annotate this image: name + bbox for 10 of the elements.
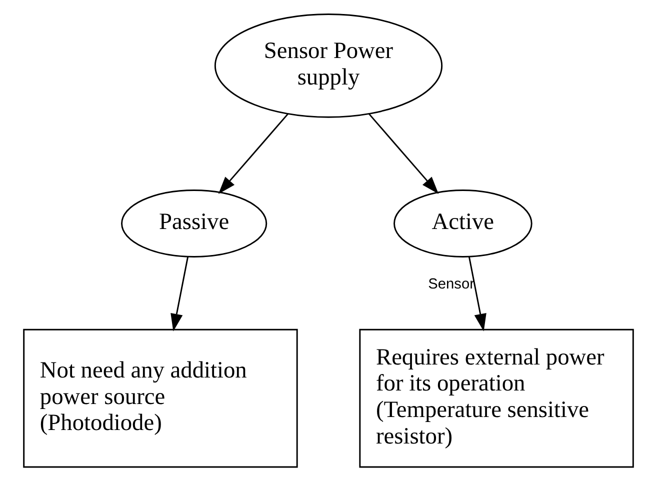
node-box: Requires external power for its operation (Temperature sensitive resistor) <box>358 328 634 468</box>
arrow <box>468 256 486 332</box>
edge-label: Sensor <box>428 276 474 292</box>
arrow <box>368 114 438 194</box>
node-ellipse: Active <box>393 190 532 258</box>
node-box: Not need any addition power source (Photodiode) <box>22 328 298 468</box>
node-ellipse: Sensor Power supply <box>214 14 442 118</box>
arrow <box>170 256 188 332</box>
node-ellipse: Passive <box>120 190 267 258</box>
arrow <box>218 114 288 194</box>
